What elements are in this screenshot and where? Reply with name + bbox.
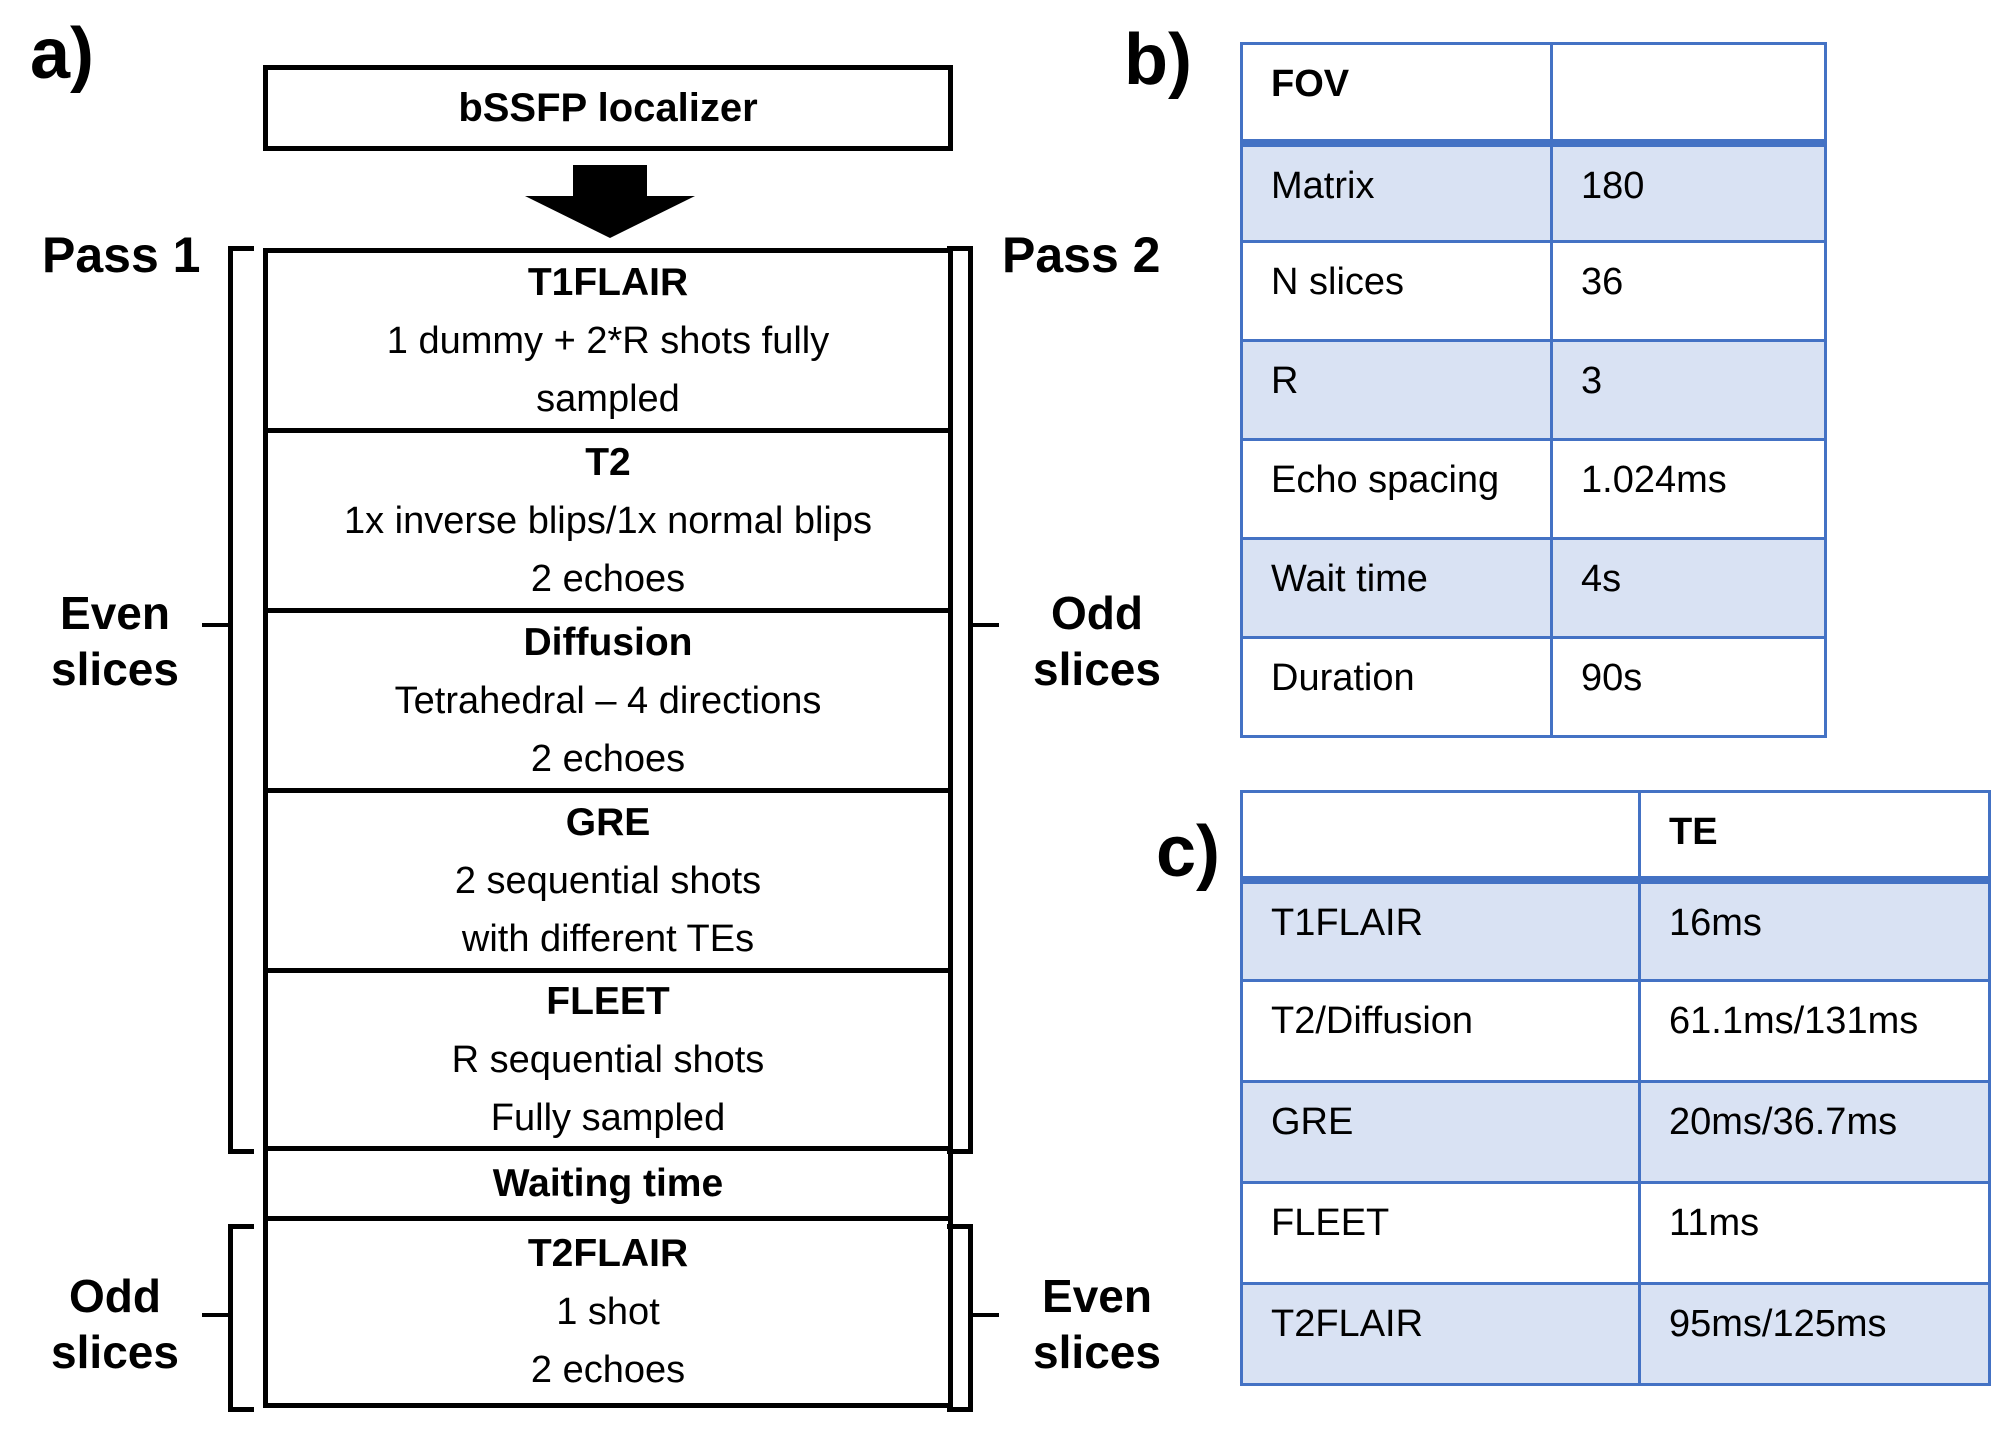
te-header: TE	[1638, 790, 1991, 884]
flow-box-gre: GRE 2 sequential shots with different TE…	[268, 788, 948, 968]
localizer-label: bSSFP localizer	[458, 85, 758, 130]
flow-box-line: with different TEs	[461, 917, 755, 960]
sequence-name-header	[1240, 790, 1641, 884]
param-name-cell: Duration	[1240, 636, 1553, 738]
flow-box-line: 2 echoes	[530, 557, 686, 600]
flow-box-line: Tetrahedral – 4 directions	[394, 679, 822, 722]
localizer-box: bSSFP localizer	[263, 65, 953, 151]
bracket-lower-left	[228, 1224, 233, 1412]
sequence-name-cell: T2FLAIR	[1240, 1282, 1641, 1386]
table-row: T2/Diffusion 61.1ms/131ms	[1240, 979, 1991, 1083]
flow-box-title: FLEET	[546, 979, 670, 1023]
table-row: N slices 36	[1240, 240, 1827, 342]
te-value-cell: 61.1ms/131ms	[1638, 979, 1991, 1083]
flow-box-t1flair: T1FLAIR 1 dummy + 2*R shots fully sample…	[268, 253, 948, 428]
panel-c-label: c)	[1156, 812, 1221, 892]
sequence-name-cell: GRE	[1240, 1080, 1641, 1184]
param-name-cell: Matrix	[1240, 141, 1553, 243]
table-row: T2FLAIR 95ms/125ms	[1240, 1282, 1991, 1386]
pass1-label: Pass 1	[42, 227, 201, 283]
param-value-cell: 4s	[1550, 537, 1827, 639]
bracket-upper-left	[228, 246, 254, 251]
te-value-cell: 11ms	[1638, 1181, 1991, 1285]
param-value-cell: 36	[1550, 240, 1827, 342]
panel-a-label: a)	[30, 14, 95, 94]
bracket-upper-right	[947, 246, 973, 251]
pass2-label: Pass 2	[1002, 227, 1161, 283]
sequence-name-cell: T1FLAIR	[1240, 878, 1641, 982]
flow-box-title: T1FLAIR	[527, 260, 689, 304]
bracket-lower-right	[947, 1407, 973, 1412]
bracket-upper-right	[968, 246, 973, 1154]
param-name-cell: N slices	[1240, 240, 1553, 342]
param-value-cell	[1550, 42, 1827, 147]
flow-box-line: R sequential shots	[451, 1038, 765, 1081]
flow-box-title: Diffusion	[523, 620, 693, 664]
bracket-lower-right	[968, 1224, 973, 1412]
param-value-cell: 180	[1550, 141, 1827, 243]
table-row: R 3	[1240, 339, 1827, 441]
bracket-lower-left-tick	[202, 1313, 228, 1317]
panel-b-label: b)	[1124, 20, 1192, 100]
flow-box-title: T2	[585, 440, 631, 484]
flow-box-line: sampled	[536, 377, 680, 420]
bracket-upper-left-tick	[202, 623, 228, 627]
table-row: GRE 20ms/36.7ms	[1240, 1080, 1991, 1184]
param-value-cell: 1.024ms	[1550, 438, 1827, 540]
table-row: Wait time 4s	[1240, 537, 1827, 639]
bracket-upper-right-tick	[973, 623, 999, 627]
odd-slices-label-lower-left: Odd slices	[51, 1270, 179, 1378]
te-value-cell: 95ms/125ms	[1638, 1282, 1991, 1386]
table-row: FOV	[1240, 42, 1827, 147]
flow-box-line: 2 echoes	[530, 737, 686, 780]
table-header-row: TE	[1240, 790, 1991, 884]
bracket-upper-right	[947, 1149, 973, 1154]
even-slices-label-lower-right: Even slices	[1033, 1270, 1161, 1378]
flow-box-title: Waiting time	[492, 1161, 724, 1205]
table-row: FLEET 11ms	[1240, 1181, 1991, 1285]
down-arrow-icon	[573, 165, 647, 196]
flow-box-line: 1x inverse blips/1x normal blips	[343, 499, 872, 542]
flow-box-line: 1 dummy + 2*R shots fully	[386, 319, 830, 362]
flow-box-waiting-time: Waiting time	[268, 1146, 948, 1216]
te-table: TE T1FLAIR 16ms T2/Diffusion 61.1ms/131m…	[1240, 790, 1991, 1386]
te-value-cell: 20ms/36.7ms	[1638, 1080, 1991, 1184]
sequence-stack: T1FLAIR 1 dummy + 2*R shots fully sample…	[263, 248, 953, 1408]
bracket-upper-left	[228, 1149, 254, 1154]
flow-box-title: T2FLAIR	[527, 1232, 689, 1275]
param-name-cell: R	[1240, 339, 1553, 441]
flow-box-fleet: FLEET R sequential shots Fully sampled	[268, 968, 948, 1146]
flow-box-diffusion: Diffusion Tetrahedral – 4 directions 2 e…	[268, 608, 948, 788]
flow-box-t2flair: T2FLAIR 1 shot 2 echoes	[268, 1216, 948, 1403]
down-arrow-icon	[525, 196, 695, 238]
flow-box-t2: T2 1x inverse blips/1x normal blips 2 ec…	[268, 428, 948, 608]
te-value-cell: 16ms	[1638, 878, 1991, 982]
param-name-cell: FOV	[1240, 42, 1553, 147]
bracket-lower-right-tick	[973, 1313, 999, 1317]
flow-box-title: GRE	[565, 800, 651, 844]
param-name-cell: Wait time	[1240, 537, 1553, 639]
bracket-lower-left	[228, 1224, 254, 1229]
flow-box-line: 1 shot	[556, 1291, 660, 1333]
table-row: T1FLAIR 16ms	[1240, 878, 1991, 982]
param-value-cell: 90s	[1550, 636, 1827, 738]
bracket-lower-right	[947, 1224, 973, 1229]
flow-box-line: 2 echoes	[530, 1349, 686, 1391]
sequence-name-cell: FLEET	[1240, 1181, 1641, 1285]
sequence-name-cell: T2/Diffusion	[1240, 979, 1641, 1083]
odd-slices-label-upper-right: Odd slices	[1033, 587, 1161, 695]
bracket-lower-left	[228, 1407, 254, 1412]
table-row: Matrix 180	[1240, 141, 1827, 243]
parameters-table: FOV Matrix 180 N slices 36 R 3 Echo spac…	[1240, 42, 1827, 738]
table-row: Duration 90s	[1240, 636, 1827, 738]
even-slices-label-upper-left: Even slices	[51, 587, 179, 695]
flow-box-line: 2 sequential shots	[454, 859, 762, 902]
table-row: Echo spacing 1.024ms	[1240, 438, 1827, 540]
bracket-upper-left	[228, 246, 233, 1154]
param-value-cell: 3	[1550, 339, 1827, 441]
flow-box-line: Fully sampled	[490, 1096, 726, 1139]
param-name-cell: Echo spacing	[1240, 438, 1553, 540]
